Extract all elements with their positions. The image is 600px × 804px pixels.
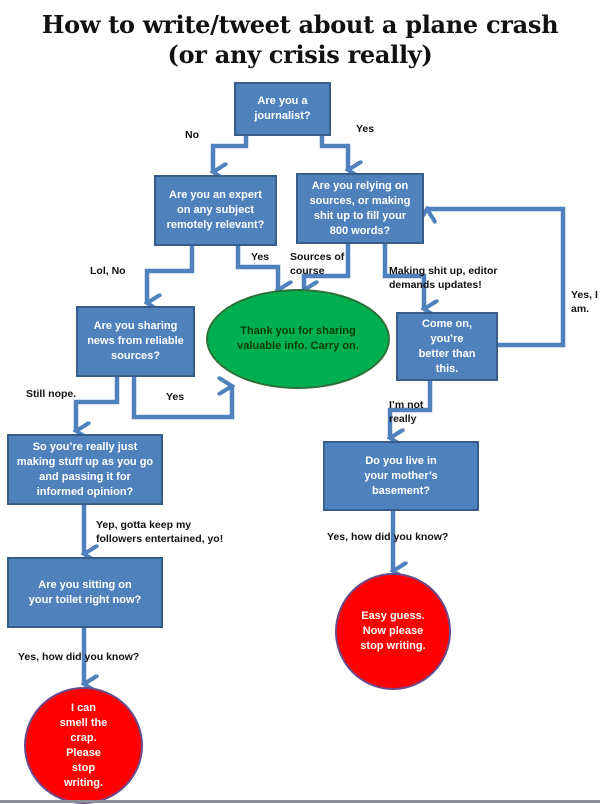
node-making-up-text: So you’re really just making stuff up as…	[16, 440, 154, 498]
edge-journalist-no	[213, 135, 249, 172]
node-basement-text: Do you live in your mother’s basement?	[364, 454, 438, 497]
edge-expert-no	[147, 245, 195, 303]
edge-expert-yes	[235, 245, 278, 290]
label-sharing-yes: Yes	[166, 391, 185, 403]
node-toilet-text: Are you sitting on your toilet right now…	[28, 578, 142, 606]
label-relying-making: Making shit up, editor demands updates!	[389, 265, 498, 291]
edge-sharing-yes	[131, 376, 232, 420]
label-relying-sources: Sources of course	[290, 251, 345, 277]
node-easy-guess: Easy guess. Now please stop writing.	[335, 573, 451, 690]
node-smell: I can smell the crap. Please stop writin…	[24, 687, 143, 804]
node-relying-text: Are you relying on sources, or making sh…	[309, 179, 411, 237]
node-smell-text: I can smell the crap. Please stop writin…	[59, 701, 108, 789]
label-journalist-no: No	[185, 129, 199, 141]
title-line-1: How to write/tweet about a plane crash	[41, 10, 559, 39]
label-come-on-no: I’m not really	[389, 399, 424, 425]
edge-relying-sources	[304, 243, 351, 290]
node-sharing: Are you sharing news from reliable sourc…	[76, 306, 195, 377]
edge-sharing-no	[76, 376, 120, 431]
title-line-2: (or any crisis really)	[167, 40, 433, 69]
node-making-up: So you’re really just making stuff up as…	[7, 434, 163, 505]
node-expert-text: Are you an expert on any subject remotel…	[166, 189, 265, 231]
label-expert-no: Lol, No	[90, 265, 126, 277]
label-come-on-yes: Yes, I am.	[571, 289, 598, 315]
edge-come-on-yes	[427, 209, 566, 348]
label-journalist-yes: Yes	[356, 123, 375, 135]
node-come-on: Come on, you’re better than this.	[396, 312, 498, 381]
node-journalist-text: Are you a journalist?	[254, 95, 311, 122]
node-thanks-text: Thank you for sharing valuable info. Car…	[237, 325, 359, 352]
node-basement: Do you live in your mother’s basement?	[323, 441, 479, 511]
label-expert-yes: Yes	[251, 251, 270, 263]
edge-relying-making	[382, 243, 424, 309]
label-sharing-no: Still nope.	[26, 388, 77, 400]
label-toilet-yes: Yes, how did you know?	[18, 651, 140, 663]
node-come-on-text: Come on, you’re better than this.	[418, 317, 476, 375]
node-relying: Are you relying on sources, or making sh…	[296, 173, 424, 244]
node-thanks: Thank you for sharing valuable info. Car…	[206, 289, 390, 389]
bottom-border	[0, 800, 600, 803]
label-making-up-yes: Yep, gotta keep my followers entertained…	[96, 519, 224, 545]
node-journalist: Are you a journalist?	[234, 82, 331, 136]
edge-come-on-no	[390, 380, 433, 438]
node-expert: Are you an expert on any subject remotel…	[154, 175, 277, 246]
node-sharing-text: Are you sharing news from reliable sourc…	[87, 320, 184, 362]
edge-journalist-yes	[319, 135, 348, 170]
node-toilet: Are you sitting on your toilet right now…	[7, 557, 163, 628]
label-basement-yes: Yes, how did you know?	[327, 531, 449, 543]
node-easy-guess-text: Easy guess. Now please stop writing.	[360, 610, 426, 652]
